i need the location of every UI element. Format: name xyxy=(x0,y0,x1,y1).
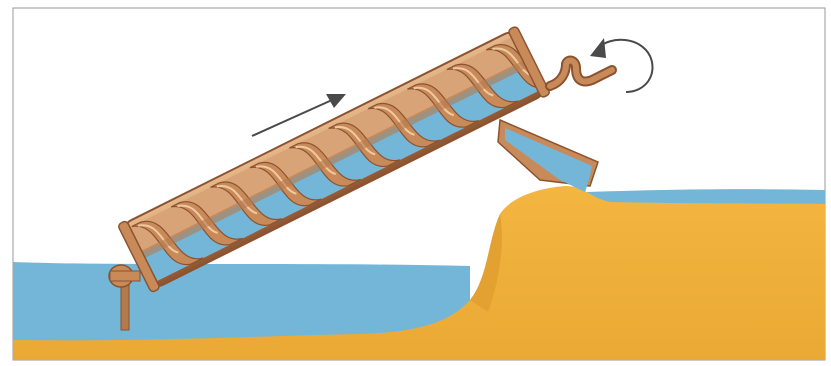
lower-axle xyxy=(110,271,140,281)
